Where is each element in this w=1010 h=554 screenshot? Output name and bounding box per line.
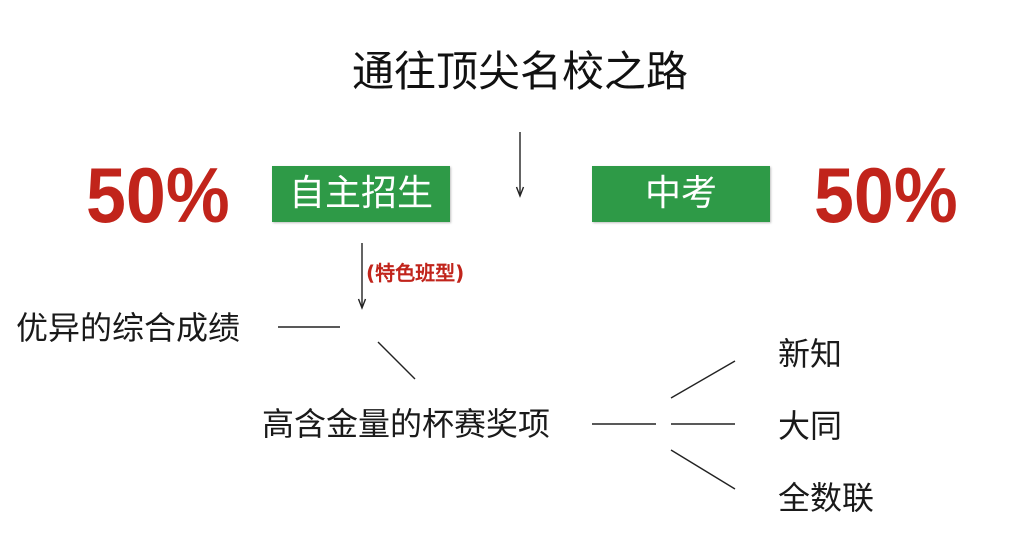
left-percent: 50% — [86, 151, 230, 239]
branch-lower — [670, 449, 736, 490]
self-enrollment-arrow-head — [357, 298, 367, 310]
criteria-diagonal — [377, 341, 416, 380]
special-class-tag: (特色班型) — [366, 261, 465, 285]
criterion-awards: 高含金量的杯赛奖项 — [262, 405, 551, 443]
box-zhongkao: 中考 — [592, 166, 770, 222]
right-percent: 50% — [814, 151, 958, 239]
diagram-title: 通往顶尖名校之路 — [351, 47, 688, 96]
box-self-enrollment: 自主招生 — [272, 166, 450, 222]
branch-upper — [670, 360, 736, 399]
title-arrow-head — [515, 186, 525, 198]
competition-item: 大同 — [778, 407, 843, 445]
competition-item: 新知 — [778, 335, 843, 373]
competition-item: 全数联 — [778, 479, 875, 517]
criterion-achievement: 优异的综合成绩 — [16, 309, 241, 347]
